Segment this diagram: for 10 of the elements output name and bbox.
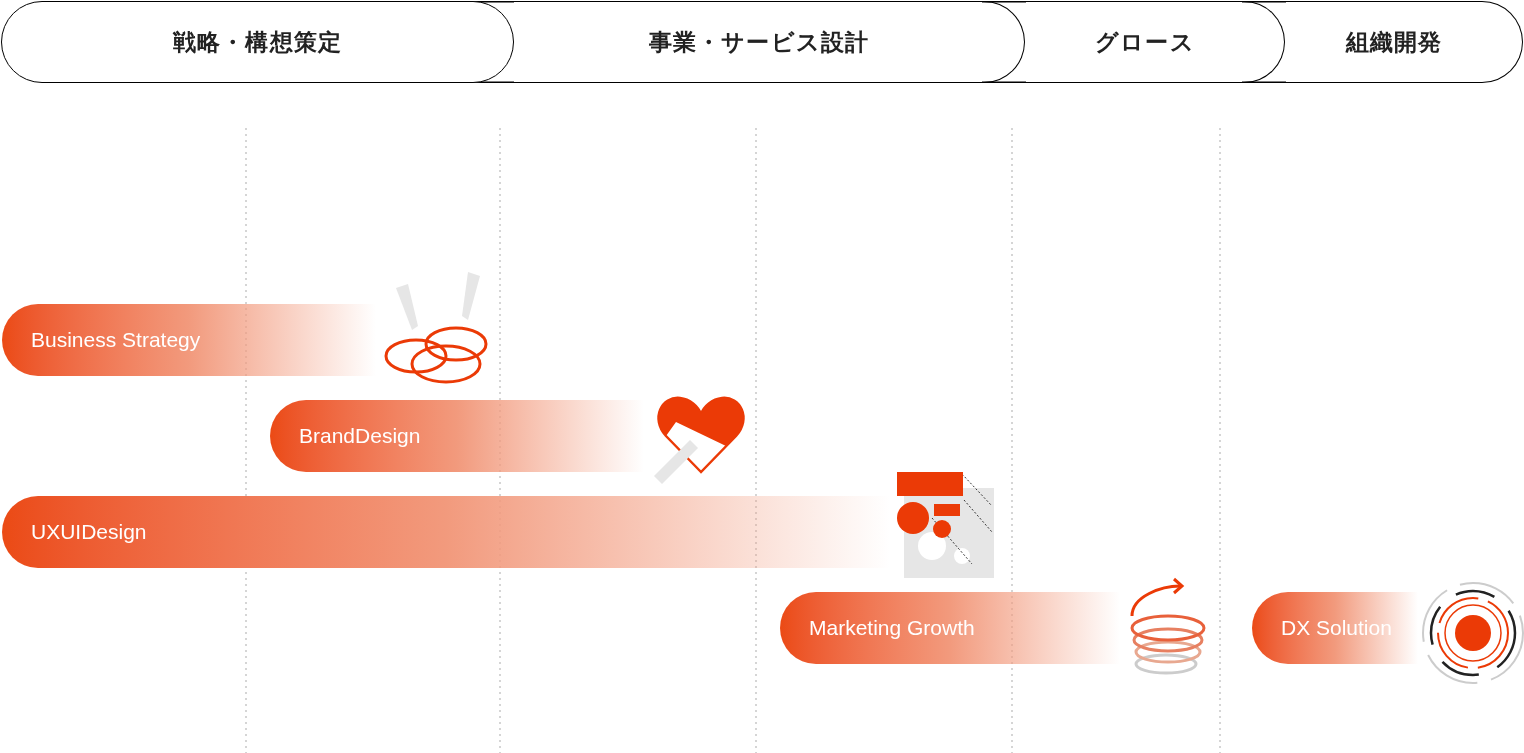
phase-label: 組織開発 [1345,27,1444,57]
phase-pill [1,1,514,83]
phase-label: 事業・サービス設計 [648,27,871,57]
service-label: Marketing Growth [809,615,975,642]
service-label: BrandDesign [299,423,421,450]
service-label: Business Strategy [31,327,201,354]
phase-label: 戦略・構想策定 [172,27,343,57]
service-bar [1252,592,1418,664]
phase-label: グロース [1095,27,1196,57]
service-label: UXUIDesign [31,519,147,546]
